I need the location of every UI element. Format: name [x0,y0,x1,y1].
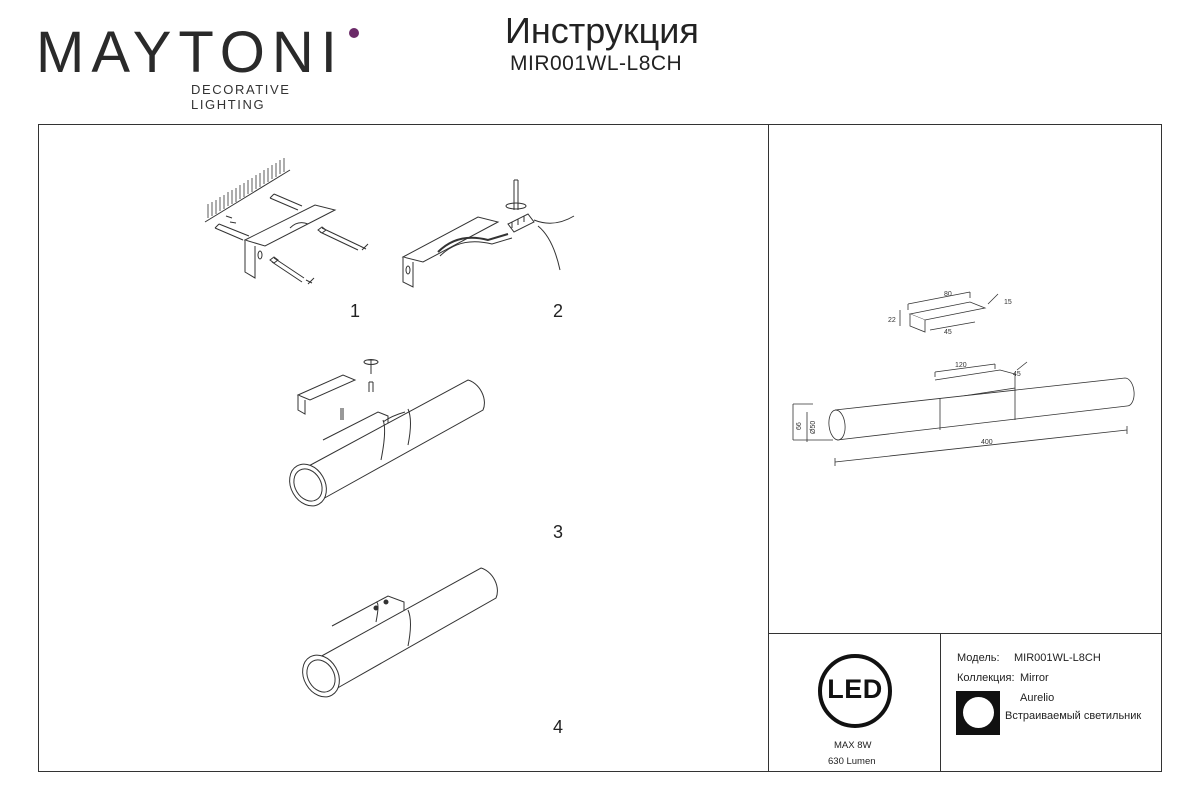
logo-accent-dot [349,28,359,38]
document-model-code: MIR001WL-L8CH [510,52,683,75]
spec-series: Aurelio [1020,692,1055,704]
instruction-frame [38,124,1162,772]
lumen-rating: 630 Lumen [828,756,876,767]
brand-subtitle: DECORATIVE LIGHTING [191,82,291,112]
dim-bracket-depth: 15 [1004,299,1012,306]
brand-name: MAYTONI [36,20,344,85]
step-4-illustration [296,556,511,716]
step-2-illustration [398,172,578,292]
led-label: LED [827,674,883,704]
frame-divider-vertical [768,124,769,772]
spec-type: Встраиваемый светильник [1005,710,1142,722]
led-icon [818,654,892,728]
spec-model-label: Модель: [957,652,1000,664]
step-3-illustration [283,350,498,520]
dim-lamp-length: 400 [981,439,993,446]
dim-bracket-height: 22 [888,317,896,324]
step-number-2: 2 [553,301,564,321]
dim-lamp-height: 66 [796,422,803,430]
spec-collection-label: Коллекция: [957,672,1015,684]
dim-lamp-diameter: Ø50 [810,421,817,434]
bracket-dimension-drawing: 80 15 22 45 [888,291,1012,336]
dim-mount-depth: 45 [1013,371,1021,378]
spec-collection-value: Mirror [1020,672,1049,684]
built-in-light-icon-dot [963,697,994,728]
lamp-dimension-drawing: 120 45 66 Ø50 400 [785,358,1145,473]
frame-divider-horizontal [768,633,1162,634]
dim-mount-width: 120 [955,362,967,369]
step-1-illustration [200,160,380,300]
step-number-3: 3 [553,522,564,542]
spec-model-value: MIR001WL-L8CH [1014,652,1101,664]
power-rating: MAX 8W [834,740,872,751]
step-number-1: 1 [350,301,361,321]
frame-divider-info [940,633,941,772]
document-title: Инструкция [505,10,699,51]
dim-bracket-hole: 45 [944,329,952,336]
dim-bracket-length: 80 [944,291,952,298]
brand-logo: MAYTONI DECORATIVE LIGHTING [36,20,366,112]
step-number-4: 4 [553,717,564,737]
